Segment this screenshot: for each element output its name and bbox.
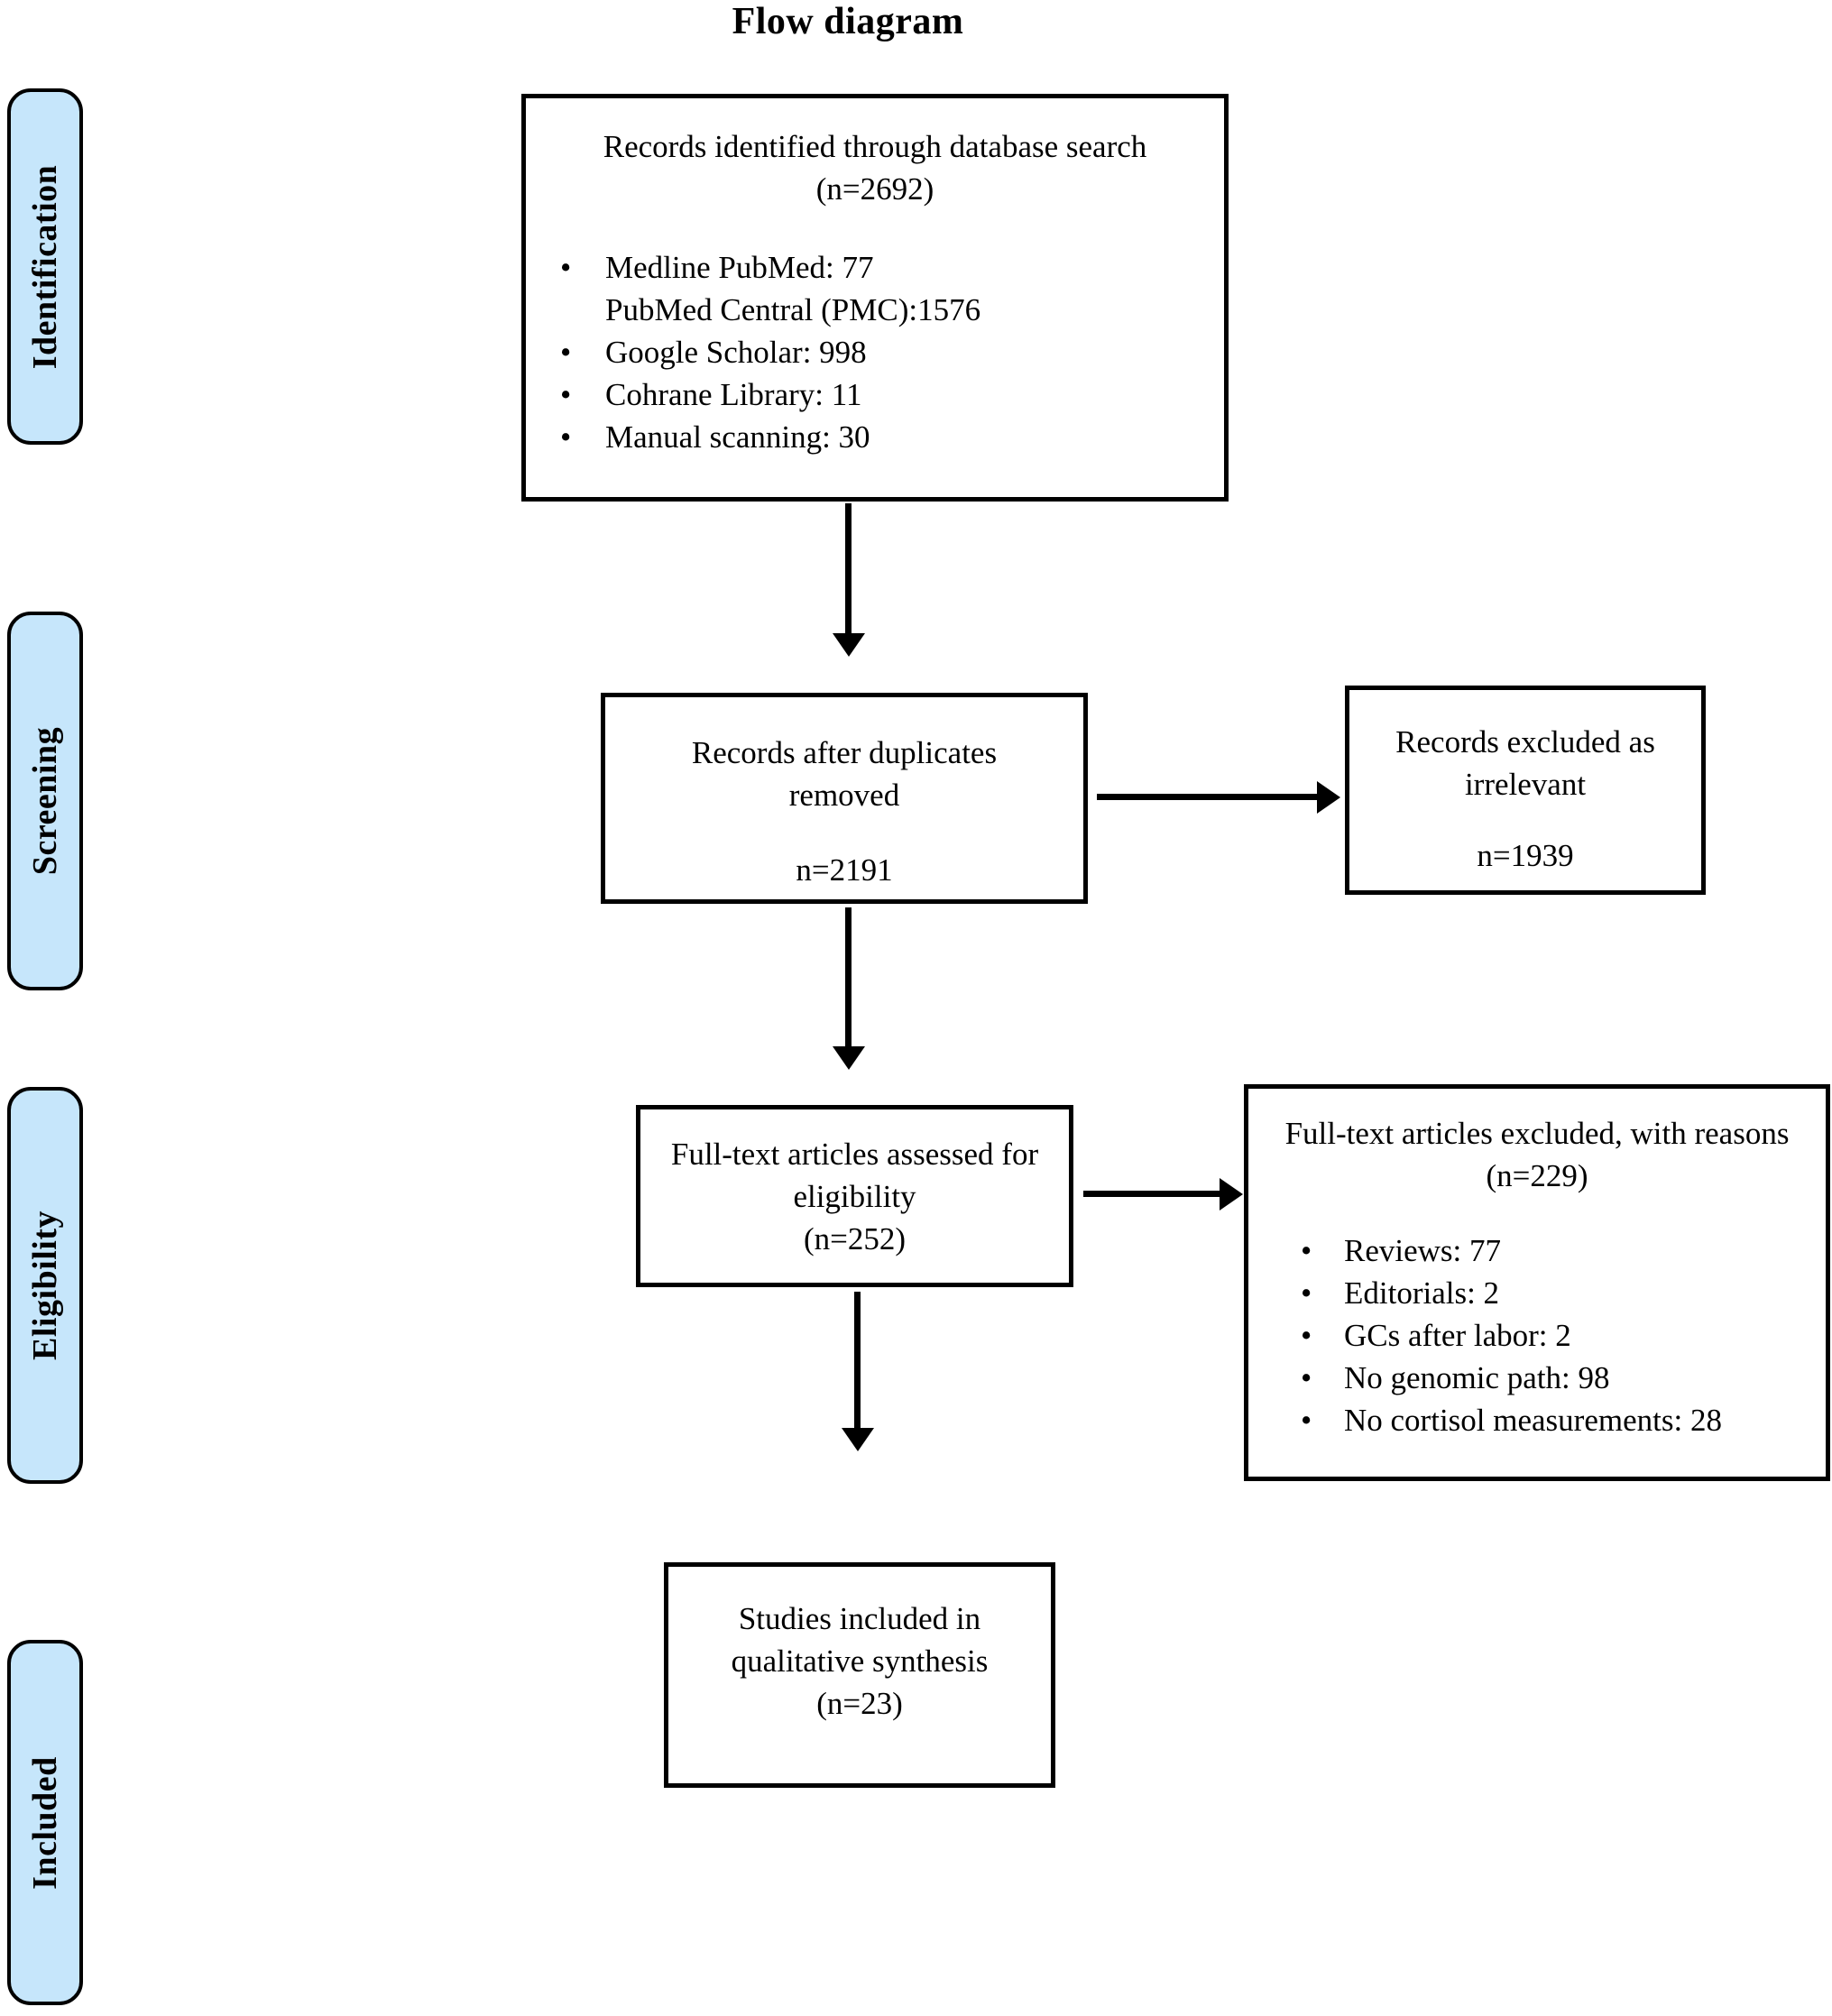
stage-label-eligibility: Eligibility	[7, 1087, 83, 1484]
box-records-after-duplicates: Records after duplicates removed n=2191	[601, 693, 1088, 904]
arrow-duplicates-to-records-excluded	[1097, 794, 1318, 800]
stage-label-identification: Identification	[7, 88, 83, 445]
arrow-identified-to-duplicates	[845, 503, 852, 634]
page-title: Flow diagram	[732, 1, 964, 42]
box-fulltext-excluded-reasons: Reviews: 77 Editorials: 2 GCs after labo…	[1257, 1229, 1817, 1441]
box-fulltext-excluded-title: Full-text articles excluded, with reason…	[1284, 1116, 1790, 1151]
box-studies-included-count: (n=23)	[816, 1686, 903, 1721]
arrow-fulltext-to-studies-included	[854, 1292, 861, 1429]
box-records-identified-title: Records identified through database sear…	[603, 129, 1147, 164]
box-studies-included: Studies included in qualitative synthesi…	[664, 1562, 1055, 1788]
stage-label-screening: Screening	[7, 612, 83, 990]
box-records-excluded-count: n=1939	[1477, 838, 1574, 873]
list-item: Google Scholar: 998	[539, 331, 1211, 373]
box-records-after-duplicates-title-line1: Records after duplicates	[691, 735, 998, 770]
box-fulltext-excluded-count: (n=229)	[1486, 1158, 1588, 1193]
box-records-excluded-title-line1: Records excluded as	[1395, 724, 1655, 759]
box-fulltext-assessed-count: (n=252)	[803, 1221, 907, 1257]
box-studies-included-title-line1: Studies included in	[738, 1601, 981, 1636]
box-records-excluded-title-line2: irrelevant	[1464, 767, 1587, 802]
box-records-identified-count: (n=2692)	[815, 171, 934, 207]
list-item: GCs after labor: 2	[1257, 1314, 1817, 1357]
box-fulltext-assessed-title-line1: Full-text articles assessed for	[670, 1137, 1039, 1172]
stage-label-included: Included	[7, 1640, 83, 2005]
list-item: Editorials: 2	[1257, 1272, 1817, 1314]
box-records-after-duplicates-title-line2: removed	[788, 778, 900, 813]
box-fulltext-assessed-title-line2: eligibility	[793, 1179, 916, 1214]
list-item: Medline PubMed: 77	[539, 246, 1211, 289]
box-records-excluded: Records excluded as irrelevant n=1939	[1345, 686, 1706, 895]
list-item: Reviews: 77	[1257, 1229, 1817, 1272]
list-item: No genomic path: 98	[1257, 1357, 1817, 1399]
stage-label-screening-text: Screening	[26, 726, 64, 876]
box-fulltext-assessed: Full-text articles assessed for eligibil…	[636, 1105, 1073, 1287]
arrow-fulltext-to-excluded-reasons	[1083, 1191, 1220, 1197]
list-item: Cohrane Library: 11	[539, 373, 1211, 416]
box-studies-included-title-line2: qualitative synthesis	[731, 1643, 989, 1679]
arrow-duplicates-to-fulltext	[845, 907, 852, 1047]
list-item: Manual scanning: 30	[539, 416, 1211, 458]
box-records-identified: Records identified through database sear…	[521, 94, 1229, 502]
stage-label-identification-text: Identification	[26, 164, 64, 369]
stage-label-eligibility-text: Eligibility	[26, 1211, 64, 1360]
box-fulltext-excluded-with-reasons: Full-text articles excluded, with reason…	[1244, 1084, 1830, 1481]
list-item: No cortisol measurements: 28	[1257, 1399, 1817, 1441]
box-records-identified-sources: Medline PubMed: 77 PubMed Central (PMC):…	[539, 246, 1211, 458]
list-item: PubMed Central (PMC):1576	[605, 292, 981, 327]
box-records-after-duplicates-count: n=2191	[796, 852, 893, 888]
stage-label-included-text: Included	[26, 1755, 64, 1890]
